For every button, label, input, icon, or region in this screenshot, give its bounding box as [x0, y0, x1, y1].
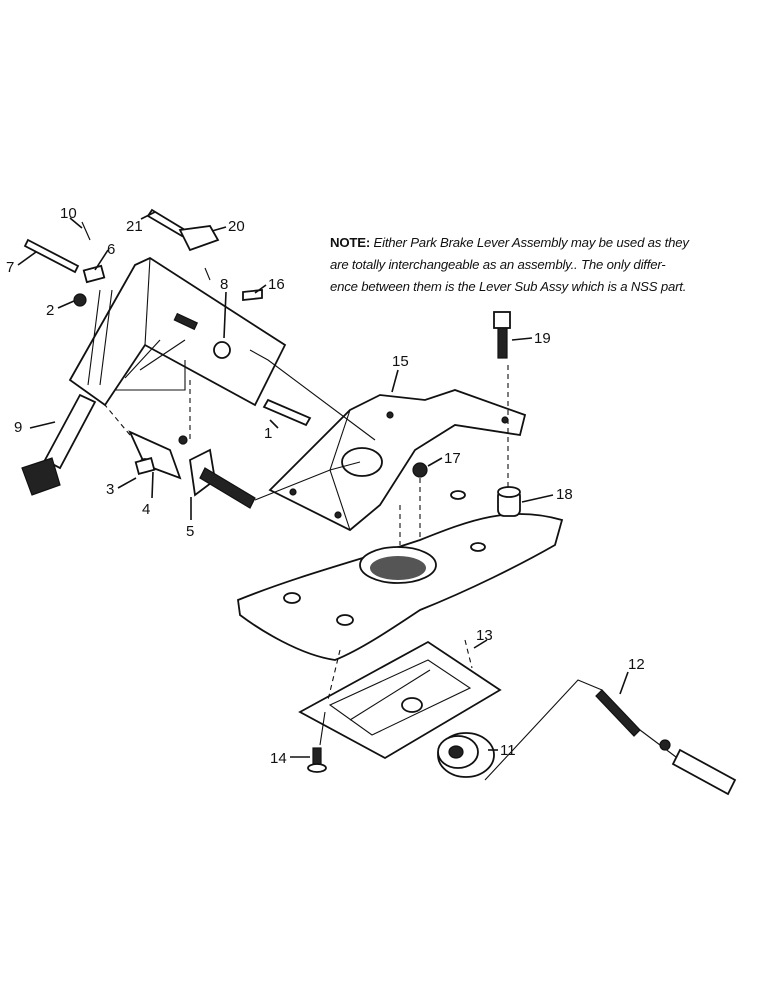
- small-parts: [23, 208, 521, 517]
- lever-assembly-9: [21, 256, 287, 496]
- cover-plate-13: [298, 640, 502, 760]
- callout-12: 12: [628, 656, 645, 673]
- callout-1: 1: [264, 425, 272, 442]
- callout-14: 14: [270, 750, 287, 767]
- pulley-11: [437, 732, 495, 778]
- callout-10: 10: [60, 205, 77, 222]
- callout-3: 3: [106, 481, 114, 498]
- note-line-1: Either Park Brake Lever Assembly may be …: [373, 235, 689, 250]
- callout-2: 2: [46, 302, 54, 319]
- note-line-3: ence between them is the Lever Sub Assy …: [330, 279, 687, 294]
- callout-17: 17: [444, 450, 461, 467]
- leader-lines: [17, 211, 629, 758]
- callout-13: 13: [476, 627, 493, 644]
- note-label: NOTE:: [330, 235, 371, 250]
- callout-20: 20: [228, 218, 245, 235]
- bolt-14: [307, 747, 327, 773]
- note-text: NOTE: Either Park Brake Lever Assembly m…: [330, 232, 770, 298]
- bracket-15: [268, 389, 527, 532]
- callout-6: 6: [107, 241, 115, 258]
- floor-plate: [237, 490, 564, 661]
- callout-4: 4: [142, 501, 150, 518]
- callout-numbers: 1 2 3 4 5 6 7 8 9 10 11 12 13 14 15 16 1…: [6, 205, 645, 767]
- cable-12: [595, 689, 737, 796]
- callout-15: 15: [392, 353, 409, 370]
- callout-9: 9: [14, 419, 22, 436]
- callout-7: 7: [6, 259, 14, 276]
- callout-8: 8: [220, 276, 228, 293]
- callout-19: 19: [534, 330, 551, 347]
- callout-11: 11: [500, 742, 516, 759]
- callout-16: 16: [268, 276, 285, 293]
- callout-5: 5: [186, 523, 194, 540]
- note-line-2: are totally interchangeable as an assemb…: [330, 257, 666, 272]
- callout-18: 18: [556, 486, 573, 503]
- assembly-lines: [104, 267, 603, 781]
- callout-21: 21: [126, 218, 143, 235]
